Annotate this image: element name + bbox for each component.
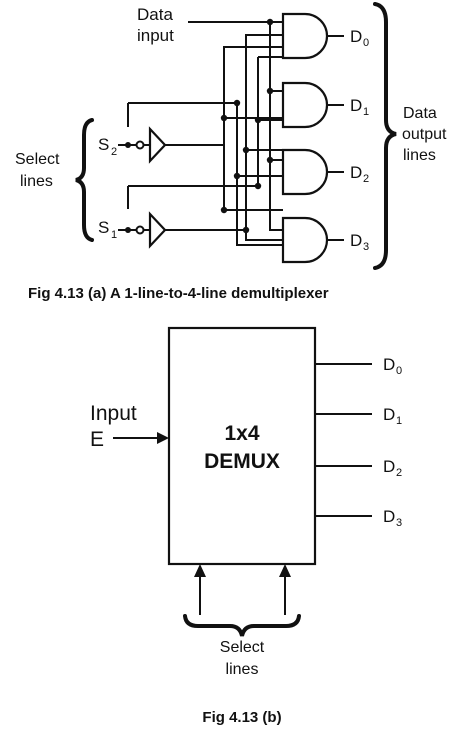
s2-subscript: 2 [111,146,117,158]
s1-not-gate [148,211,167,249]
data-input-label-line2: input [137,26,174,45]
select-bus-wires [127,34,283,246]
s2-input: S 2 [98,126,167,164]
select-lines-label-line2: lines [20,173,53,190]
figure-a-caption: Fig 4.13 (a) A 1-line-to-4-line demultip… [28,285,329,302]
select-arrow-left-head [194,564,206,577]
b-d1-letter: D [383,405,395,424]
b-d3-letter: D [383,507,395,526]
and-gate-d1 [281,81,344,129]
demux-block [167,326,317,566]
s2-letter: S [98,135,109,154]
block-output-d1-label: D 1 [383,405,402,427]
data-output-label-line3: lines [403,147,436,164]
s1-letter: S [98,218,109,237]
and-gate-d2 [281,148,344,196]
b-d0-subscript: 0 [396,365,402,377]
select-lines-bottom-brace [183,614,301,637]
select-arrow-right-head [279,564,291,577]
b-d1-subscript: 1 [396,415,402,427]
select-lines-brace [75,118,94,242]
b-d0-letter: D [383,355,395,374]
figure-b-block-diagram: 1x4 DEMUX Input E D 0 D 1 D 2 D 3 [90,326,402,726]
output-d0-label: D 0 [350,27,369,49]
data-output-label-line1: Data [403,105,437,122]
block-label-line1: 1x4 [224,422,259,445]
and-gate-d3 [281,216,344,264]
d2-letter: D [350,163,362,182]
input-arrowhead [157,432,169,444]
b-select-lines-label-line1: Select [220,639,265,656]
b-select-lines-label-line2: lines [226,661,259,678]
b-d2-subscript: 2 [396,467,402,479]
d2-subscript: 2 [363,173,369,185]
block-output-d0-label: D 0 [383,355,402,377]
data-input-label-line1: Data [137,5,173,24]
s1-subscript: 1 [111,229,117,241]
figure-a-logic-diagram: Data input [15,2,447,302]
figure-b-caption: Fig 4.13 (b) [202,709,281,726]
block-output-d2-label: D 2 [383,457,402,479]
s2-not-gate [148,126,167,164]
output-d2-label: D 2 [350,163,369,185]
data-output-brace [373,2,397,270]
b-d2-letter: D [383,457,395,476]
d1-subscript: 1 [363,106,369,118]
b-d3-subscript: 3 [396,517,402,529]
d0-subscript: 0 [363,37,369,49]
block-outputs [315,363,372,517]
select-lines-label-line1: Select [15,151,60,168]
input-label-line2: E [90,428,104,451]
and-gate-d0 [281,12,344,60]
d3-letter: D [350,231,362,250]
data-output-label-line2: output [402,126,447,143]
output-d3-label: D 3 [350,231,369,253]
input-label-line1: Input [90,402,137,425]
d0-letter: D [350,27,362,46]
block-output-d3-label: D 3 [383,507,402,529]
d3-subscript: 3 [363,241,369,253]
block-label-line2: DEMUX [204,450,280,473]
s1-input: S 1 [98,211,167,249]
output-d1-label: D 1 [350,96,369,118]
d1-letter: D [350,96,362,115]
data-input-wire [188,18,283,231]
